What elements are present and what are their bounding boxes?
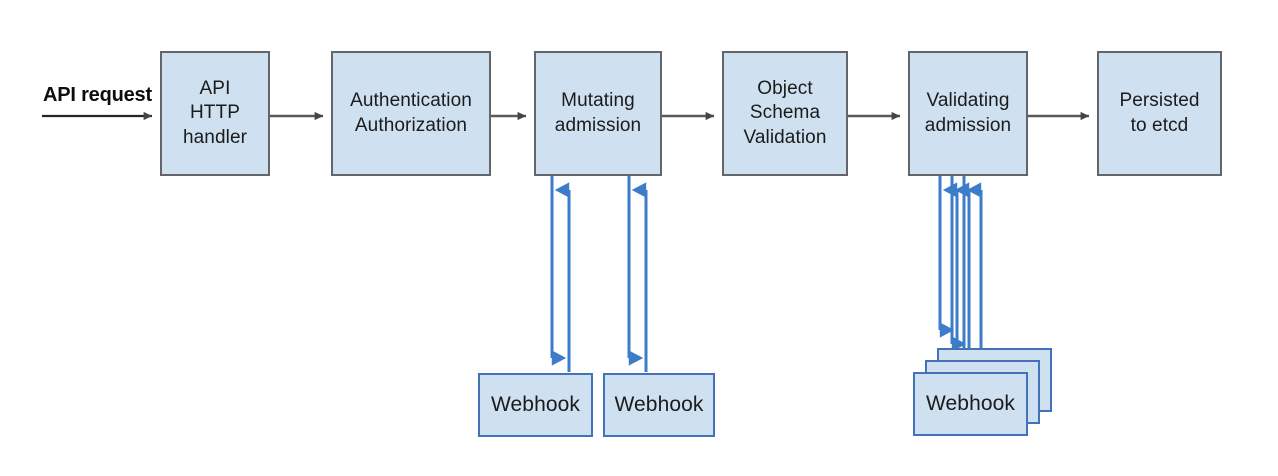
node-mutating-webhook-2[interactable]: Webhook bbox=[603, 373, 715, 437]
node-object-schema-validation[interactable]: Object Schema Validation bbox=[722, 51, 848, 176]
node-api-http-handler[interactable]: API HTTP handler bbox=[160, 51, 270, 176]
mutating-webhook-2-connector bbox=[627, 176, 648, 372]
node-authentication-authorization[interactable]: Authentication Authorization bbox=[331, 51, 491, 176]
validating-webhook-stack-connector bbox=[938, 176, 983, 372]
node-mutating-admission[interactable]: Mutating admission bbox=[534, 51, 662, 176]
node-mutating-webhook-1[interactable]: Webhook bbox=[478, 373, 593, 437]
node-validating-webhook-stack-front[interactable]: Webhook bbox=[913, 372, 1028, 436]
node-validating-admission[interactable]: Validating admission bbox=[908, 51, 1028, 176]
mutating-webhook-1-connector bbox=[550, 176, 571, 372]
node-persisted-to-etcd[interactable]: Persisted to etcd bbox=[1097, 51, 1222, 176]
api-request-label: API request bbox=[43, 84, 152, 106]
